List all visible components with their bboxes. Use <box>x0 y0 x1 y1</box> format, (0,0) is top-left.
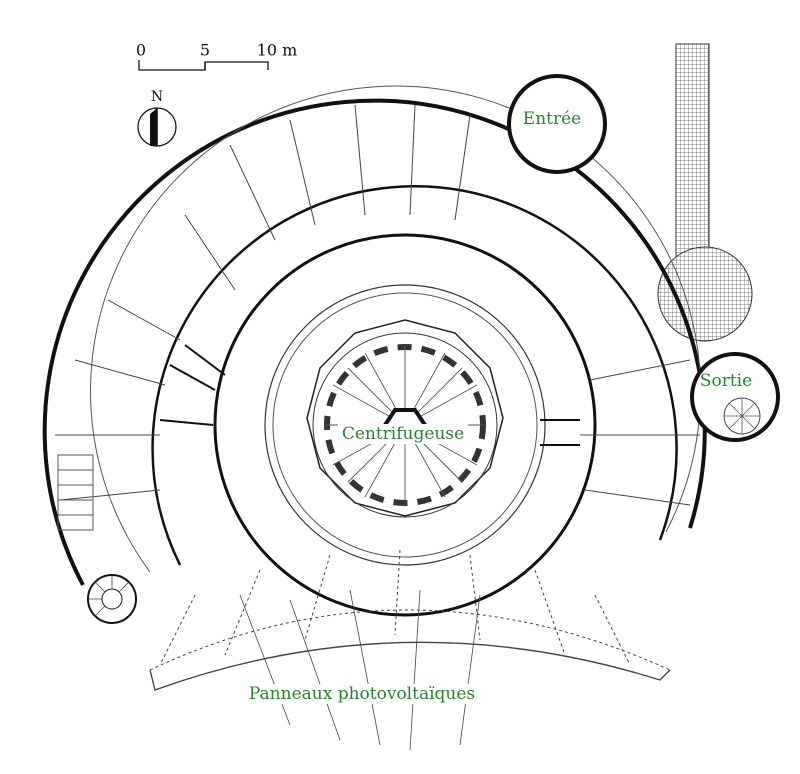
label-entree: Entrée <box>522 109 582 129</box>
label-panneaux: Panneaux photovoltaïques <box>245 684 479 704</box>
sortie-tower <box>690 352 780 442</box>
room-ring <box>151 185 678 566</box>
spiral-stair <box>87 574 137 624</box>
photovoltaic-panels <box>149 549 671 751</box>
label-centrifugeuse: Centrifugeuse <box>337 424 469 444</box>
north-label: N <box>150 89 164 105</box>
scale-bar <box>138 60 269 71</box>
scale-tick-0: 0 <box>135 40 147 60</box>
entree-tower <box>507 74 607 174</box>
inner-ring-walls <box>213 233 597 617</box>
centrifuge <box>306 319 504 518</box>
outer-ring-wall <box>42 85 707 586</box>
north-arrow-icon <box>137 107 177 147</box>
scale-tick-10: 10 m <box>256 40 298 60</box>
workstation-desks <box>57 454 94 531</box>
external-walkway <box>657 43 753 342</box>
label-sortie: Sortie <box>699 371 753 391</box>
scale-tick-5: 5 <box>199 40 211 60</box>
radial-partitions <box>55 104 700 506</box>
corridor-bridges <box>159 344 580 446</box>
